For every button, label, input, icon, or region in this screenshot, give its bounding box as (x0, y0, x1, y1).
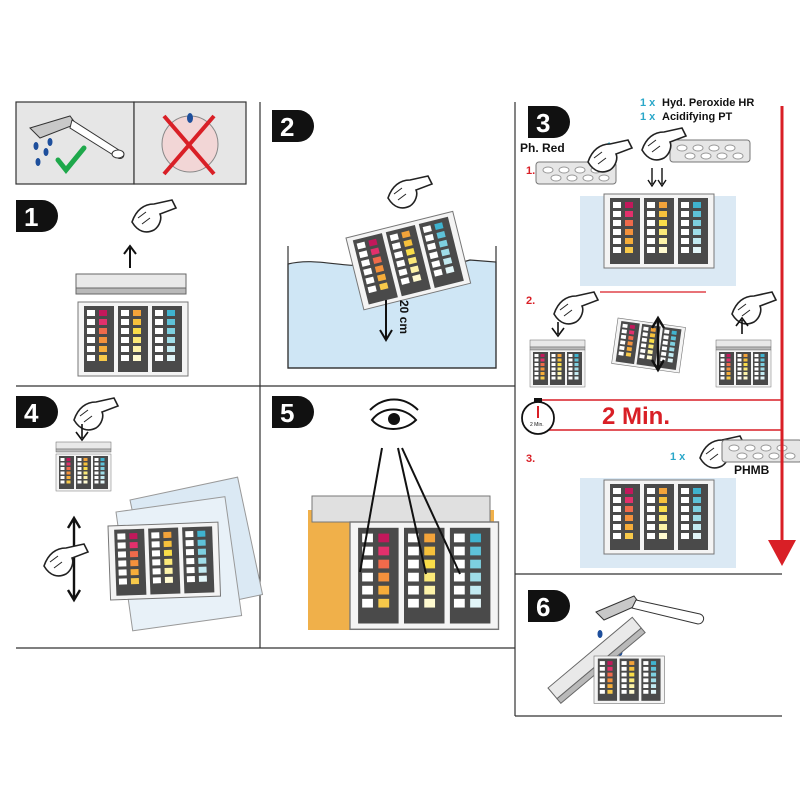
stopwatch-label: 2 Min. (530, 422, 544, 428)
step-3-number: 3 (536, 108, 550, 138)
substep-1: 1. (526, 165, 535, 177)
step-3: 3 1 x Hyd. Peroxide HR 1 x Acidifying PT… (520, 97, 800, 568)
comparator-block-tilted (107, 521, 222, 601)
step-6: 6 (528, 590, 705, 704)
comparator-block (603, 193, 715, 269)
prestep-boxes (15, 101, 247, 185)
comparator-rinsed (593, 655, 665, 704)
substep-3: 3. (526, 453, 535, 465)
step-6-number: 6 (536, 592, 550, 622)
step-1-number: 1 (24, 202, 38, 232)
tablet-strip-right (669, 139, 751, 163)
shake-arrows-icon (650, 315, 666, 373)
reagent-2-count: 1 x (640, 111, 656, 123)
tube-cap (529, 339, 586, 351)
phmb-label: PHMB (734, 463, 770, 477)
panel-grid (16, 102, 782, 717)
red-flow-arrow-icon (768, 106, 796, 566)
tube-cap (55, 441, 112, 453)
water-drops-icon (33, 138, 53, 166)
glove-hand-icon (731, 291, 777, 325)
reagent-2-name: Acidifying PT (662, 111, 733, 123)
no-sponge-icon (161, 113, 219, 176)
check-icon (55, 145, 87, 174)
step-2: 2 20 cm (272, 110, 497, 369)
step-5: 5 (272, 396, 500, 631)
glove-hand-icon (553, 291, 599, 325)
glove-hand-icon (43, 543, 89, 577)
comparator-small (715, 349, 772, 388)
depth-label: 20 cm (397, 300, 411, 334)
phmb-count: 1 x (670, 451, 686, 463)
step-1: 1 (16, 199, 189, 377)
tube-cap (75, 273, 187, 295)
arrow-down-icon (647, 168, 667, 188)
timer-label: 2 Min. (602, 403, 670, 430)
comparator-small (55, 453, 112, 492)
reagent-1-count: 1 x (640, 97, 656, 109)
glove-hand-icon (587, 139, 633, 173)
glove-hand-icon (131, 199, 177, 233)
eye-icon (369, 398, 419, 430)
comparator-block (77, 301, 189, 377)
step-4-number: 4 (24, 398, 39, 428)
comparator-closeup (349, 521, 500, 631)
arrow-down-icon (379, 300, 393, 342)
stopwatch-icon: 2 Min. (521, 398, 555, 435)
tablet-strip-phmb (721, 439, 800, 463)
ph-red-label: Ph. Red (520, 141, 565, 155)
sight-lines (359, 447, 461, 575)
tube-cap (715, 339, 772, 351)
step-5-number: 5 (280, 398, 294, 428)
step-2-number: 2 (280, 112, 294, 142)
arrow-up-icon (123, 244, 137, 268)
brush-icon (29, 115, 125, 159)
glove-hand-icon (387, 175, 433, 209)
brush-icon (595, 595, 705, 625)
step-4: 4 (16, 396, 264, 632)
comparator-shaken (611, 317, 686, 374)
glove-hand-icon (73, 397, 119, 431)
shake-arrows-icon (66, 515, 82, 603)
substep-2: 2. (526, 295, 535, 307)
reagent-1-name: Hyd. Peroxide HR (662, 97, 754, 109)
comparator-block (603, 479, 715, 555)
comparator-small (529, 349, 586, 388)
